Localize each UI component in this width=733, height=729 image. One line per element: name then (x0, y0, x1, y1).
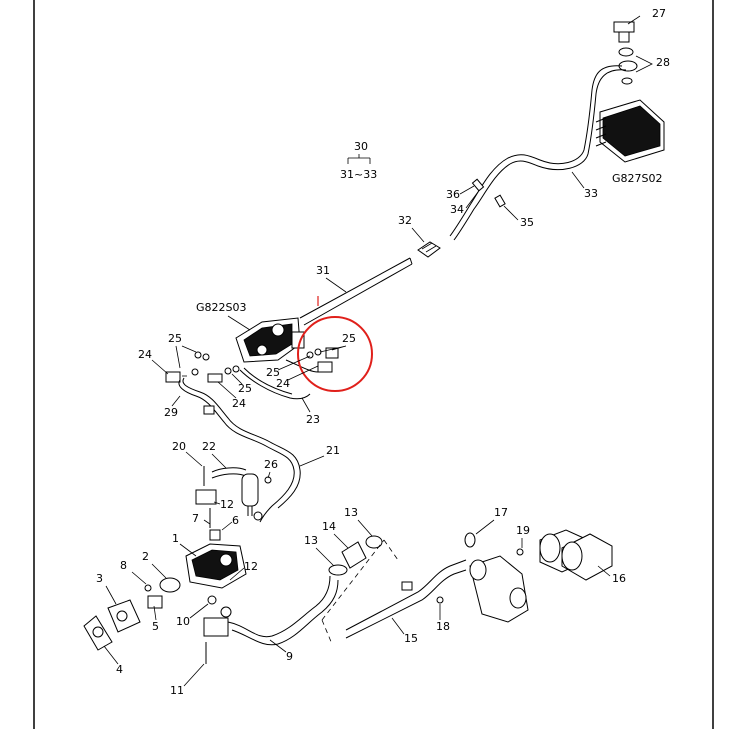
callout-12-lower: 12 (244, 560, 258, 573)
callout-7: 7 (192, 512, 199, 525)
label-g822s03: G822S03 (196, 301, 247, 314)
fittings-24-25-left (165, 351, 240, 383)
callout-22: 22 (202, 440, 216, 453)
callout-6: 6 (232, 514, 239, 527)
hose-21 (178, 379, 295, 523)
callout-24-left-bottom: 24 (232, 397, 246, 410)
callout-10: 10 (176, 615, 190, 628)
sleeve-parts-13-14 (328, 535, 383, 576)
callout-28: 28 (656, 56, 670, 69)
callout-17: 17 (494, 506, 508, 519)
callout-13-right: 13 (344, 506, 358, 519)
group-ref-30: 30 (354, 140, 368, 153)
group-ref-range: 31~33 (340, 168, 377, 181)
callout-4: 4 (116, 663, 123, 676)
callout-8: 8 (120, 559, 127, 572)
callout-3: 3 (96, 572, 103, 585)
callout-20: 20 (172, 440, 186, 453)
callout-31: 31 (316, 264, 330, 277)
component-22 (211, 467, 272, 516)
main-valve-assembly (235, 317, 305, 363)
callout-2: 2 (142, 550, 149, 563)
callout-14: 14 (322, 520, 336, 533)
callout-25-right-top: 25 (342, 332, 356, 345)
fitting-32 (417, 241, 441, 258)
dashed-guide (321, 539, 399, 645)
highlight-circle (297, 316, 373, 392)
label-g827s02: G827S02 (612, 172, 663, 185)
callout-16: 16 (612, 572, 626, 585)
callout-11: 11 (170, 684, 184, 697)
callout-19: 19 (516, 524, 530, 537)
callout-18: 18 (436, 620, 450, 633)
callout-12-upper: 12 (220, 498, 234, 511)
callout-25-left-bottom: 25 (238, 382, 252, 395)
hose-23 (239, 359, 319, 400)
pipe-33 (449, 65, 623, 237)
callout-24-left: 24 (138, 348, 152, 361)
callout-21: 21 (326, 444, 340, 457)
pipe-15 (345, 559, 467, 631)
callout-36: 36 (446, 188, 460, 201)
callout-labels: 27 28 G827S02 30 31~33 36 34 35 33 32 31… (96, 7, 670, 697)
callout-35: 35 (520, 216, 534, 229)
pump-1 (185, 543, 247, 589)
callout-15: 15 (404, 632, 418, 645)
callout-23: 23 (306, 413, 320, 426)
callout-13-left: 13 (304, 534, 318, 547)
callout-9: 9 (286, 650, 293, 663)
callout-26: 26 (264, 458, 278, 471)
flange-parts-2-8 (83, 577, 181, 651)
callout-25-right-bottom: 25 (266, 366, 280, 379)
upper-valve-assembly (595, 21, 665, 163)
pipe-31 (299, 257, 413, 326)
callout-34: 34 (450, 203, 464, 216)
callout-5: 5 (152, 620, 159, 633)
callout-27: 27 (652, 7, 666, 20)
fittings-24-25-right (306, 347, 339, 373)
callout-24-right: 24 (276, 377, 290, 390)
callout-1: 1 (172, 532, 179, 545)
callout-29: 29 (164, 406, 178, 419)
filter-assembly-16-19 (436, 529, 613, 623)
callout-32: 32 (398, 214, 412, 227)
block-12 (195, 489, 217, 505)
callout-33: 33 (584, 187, 598, 200)
callout-25-left-top: 25 (168, 332, 182, 345)
suction-parts-9-12 (203, 575, 339, 664)
